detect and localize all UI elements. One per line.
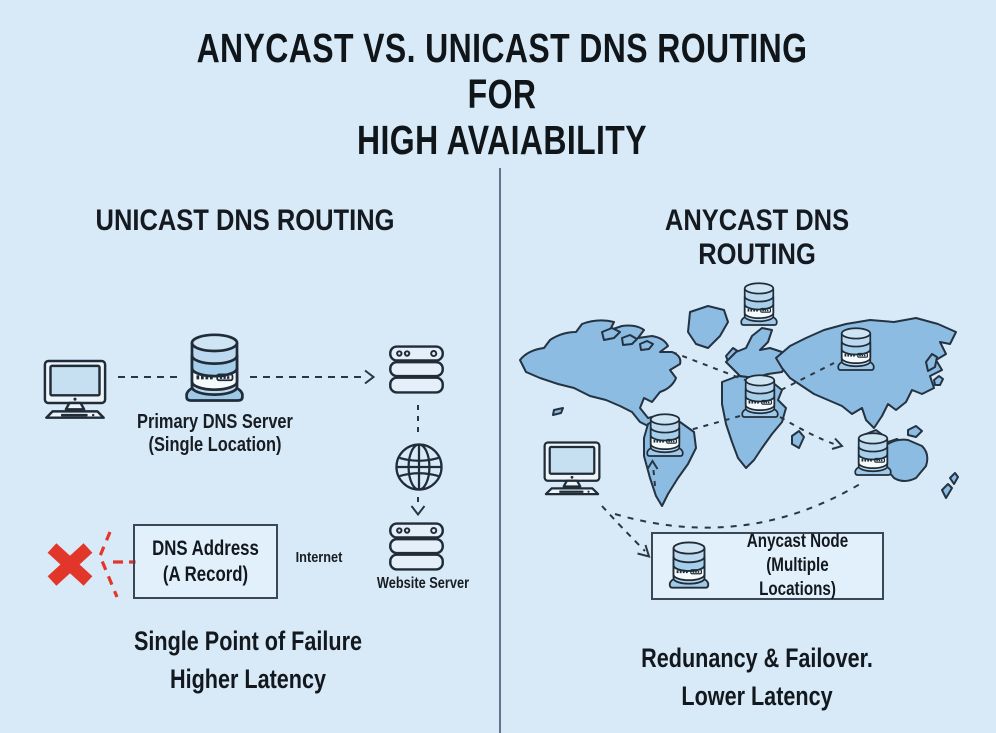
arrowhead-up bbox=[646, 459, 659, 470]
dashed-route-europe-to-southamerica bbox=[689, 415, 741, 431]
dns-address-box: DNS Address (A Record) bbox=[133, 524, 278, 599]
anycast-node-db-icon bbox=[667, 540, 711, 592]
website-server-icon bbox=[387, 521, 446, 572]
broken-connection-mark bbox=[98, 531, 136, 598]
anycast-db-europe-icon bbox=[740, 373, 780, 421]
anycast-db-asia-icon bbox=[836, 326, 876, 374]
internet-globe-icon bbox=[393, 441, 445, 493]
dns-server-icon bbox=[387, 344, 446, 395]
primary-dns-database-icon bbox=[183, 331, 246, 407]
panel-divider bbox=[499, 168, 501, 733]
arrowhead-to-anycast-box bbox=[637, 544, 651, 558]
world-map bbox=[519, 305, 959, 507]
anycast-section-header: ANYCAST DNS ROUTING bbox=[664, 204, 850, 271]
anycast-summary: Redunancy & Failover. Lower Latency bbox=[641, 643, 873, 712]
primary-dns-label: Primary DNS Server (Single Location) bbox=[137, 411, 293, 457]
dns-address-box-label: DNS Address (A Record) bbox=[152, 537, 259, 586]
dashed-route-na-to-europe bbox=[671, 351, 746, 381]
page-title-line1: ANYCAST VS. UNICAST DNS ROUTING FOR bbox=[196, 25, 808, 117]
arrowhead-right bbox=[364, 369, 376, 385]
dashed-route-up-to-sa-db bbox=[652, 464, 656, 487]
internet-label: Internet bbox=[295, 549, 343, 566]
continent-greenland bbox=[687, 305, 729, 349]
anycast-db-southamerica-icon bbox=[645, 412, 685, 460]
anycast-db-australia-icon bbox=[853, 431, 893, 479]
dashed-route-europe-to-australia bbox=[779, 416, 835, 445]
dashed-route-europe-to-asia bbox=[780, 362, 835, 391]
client-computer-icon bbox=[40, 358, 110, 420]
dashed-route-client-to-anycast-box bbox=[601, 505, 646, 552]
dashed-route-bottom-arc bbox=[614, 483, 861, 529]
unicast-section-header: UNICAST DNS ROUTING bbox=[95, 204, 395, 237]
client-computer-right-icon bbox=[540, 440, 604, 496]
unicast-summary: Single Point of Failure Higher Latency bbox=[133, 626, 363, 695]
anycast-node-box: Anycast Node (Multiple Locations) bbox=[651, 531, 884, 600]
continent-asia bbox=[775, 317, 957, 429]
anycast-node-box-label: Anycast Node (Multiple Locations) bbox=[746, 531, 849, 600]
page-title-line2: HIGH AVAIABILITY bbox=[357, 116, 647, 163]
anycast-db-north-icon bbox=[739, 281, 779, 329]
website-server-label: Website Server bbox=[376, 575, 470, 592]
failure-x-icon bbox=[44, 538, 96, 590]
page-title: ANYCAST VS. UNICAST DNS ROUTING FOR HIGH… bbox=[167, 25, 838, 164]
arrowhead-down bbox=[410, 505, 426, 517]
arrowhead-to-australia-db bbox=[831, 437, 844, 450]
